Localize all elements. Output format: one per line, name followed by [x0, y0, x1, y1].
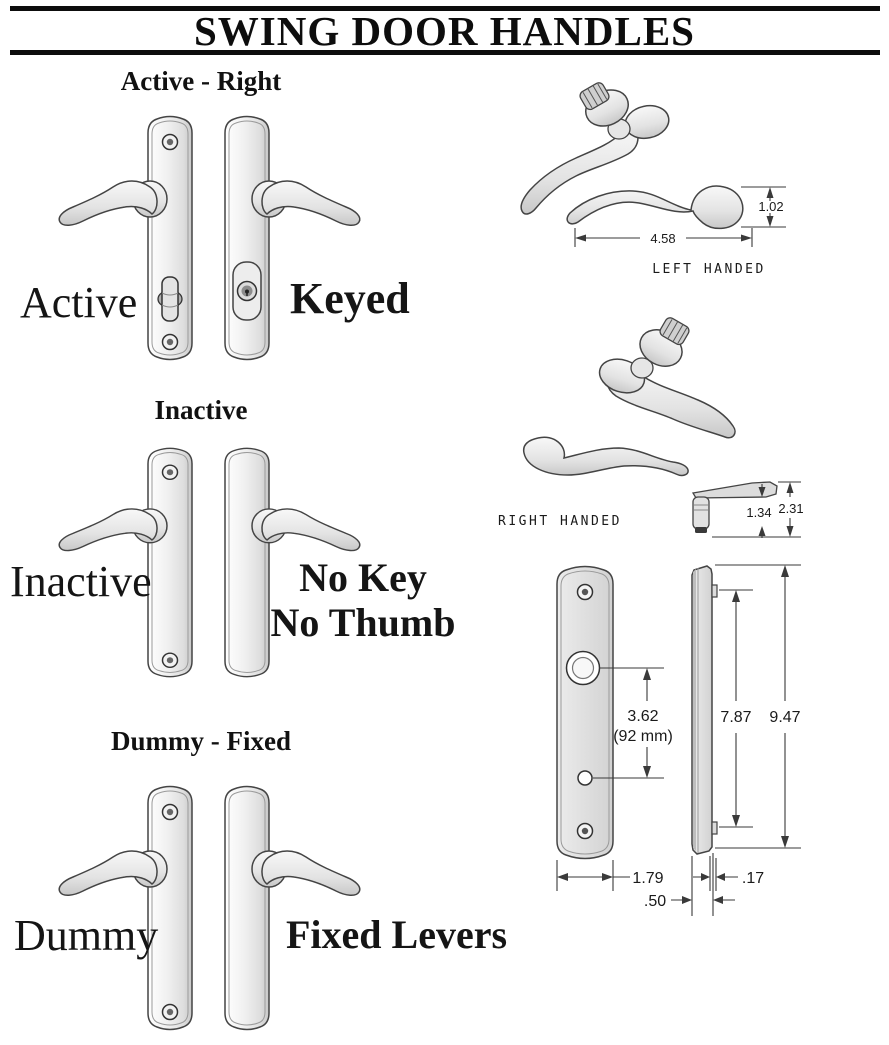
- right-handed-end-view: [691, 481, 778, 533]
- dim-4-58: 4.58: [650, 231, 675, 246]
- dim-2-31: 2.31: [778, 501, 803, 516]
- dim-1-34: 1.34: [746, 505, 771, 520]
- screw-hole-icon: [576, 583, 594, 601]
- label-inactive: Inactive: [10, 557, 152, 606]
- screw-icon: [161, 803, 179, 821]
- screw-icon: [161, 1003, 179, 1021]
- dimension-overall-depth: 2.31: [712, 481, 804, 538]
- label-no-thumb-line: No Thumb: [270, 599, 456, 645]
- dimension-inner-height: 7.87: [719, 589, 753, 828]
- dim-50: .50: [644, 893, 666, 910]
- screw-icon: [161, 652, 179, 669]
- section-heading-dummy: Dummy - Fixed: [111, 726, 291, 756]
- page-title: SWING DOOR HANDLES: [194, 8, 695, 54]
- screw-icon: [161, 464, 179, 481]
- dimension-overall-height: 9.47: [715, 564, 801, 849]
- dim-92mm: (92 mm): [613, 728, 673, 745]
- dimension-post: 1.34: [746, 484, 772, 538]
- key-cylinder-icon: [232, 261, 262, 321]
- dimension-flange-depth: .17: [693, 856, 764, 891]
- plate-front-view: [556, 565, 614, 860]
- dimension-left-length: 4.58: [574, 228, 753, 247]
- label-no-key-line: No Key: [299, 555, 427, 600]
- plate-edge-view: [691, 565, 718, 855]
- dimension-hole-spacing: 3.62 (92 mm): [593, 667, 673, 779]
- dummy-right-handle-graphic: [224, 785, 361, 1031]
- dim-17: .17: [742, 870, 764, 887]
- section-heading-active: Active - Right: [120, 66, 282, 96]
- right-handed-profile: [522, 436, 689, 477]
- label-active: Active: [20, 278, 138, 327]
- caption-right-handed: RIGHT HANDED: [498, 514, 622, 529]
- thumbturn-icon: [157, 276, 183, 322]
- dim-1-02: 1.02: [758, 199, 783, 214]
- screw-hole-icon: [576, 822, 594, 840]
- spindle-icon: [579, 82, 610, 111]
- active-right-handle-graphic: [224, 115, 361, 361]
- left-handed-3d-handle: [520, 82, 670, 215]
- dummy-left-handle-graphic: [58, 785, 193, 1031]
- dim-7-87: 7.87: [720, 709, 751, 726]
- dim-1-79: 1.79: [632, 870, 663, 887]
- dim-3-62: 3.62: [627, 708, 658, 725]
- screw-icon: [161, 333, 179, 351]
- label-fixed-levers: Fixed Levers: [286, 912, 508, 957]
- screw-icon: [161, 133, 179, 151]
- dim-9-47: 9.47: [769, 709, 800, 726]
- title-rule-top: [10, 6, 880, 11]
- dimension-left-height: 1.02: [741, 186, 786, 228]
- label-keyed: Keyed: [290, 274, 410, 323]
- right-handed-3d-handle: [598, 317, 736, 439]
- small-hole-icon: [577, 770, 593, 786]
- spindle-icon: [659, 317, 690, 346]
- left-handed-profile: [566, 185, 744, 230]
- section-heading-inactive: Inactive: [154, 395, 248, 425]
- label-no-key-no-thumb: No Key No Thumb: [263, 555, 463, 646]
- dimension-overall-plate-depth: .50: [644, 853, 735, 916]
- technical-drawings: 4.58 1.02 LEFT HANDED: [498, 82, 804, 916]
- dimension-plate-width: 1.79: [556, 860, 664, 891]
- caption-left-handed: LEFT HANDED: [652, 262, 766, 277]
- title-rule-bottom: [10, 50, 880, 55]
- label-dummy: Dummy: [14, 911, 159, 960]
